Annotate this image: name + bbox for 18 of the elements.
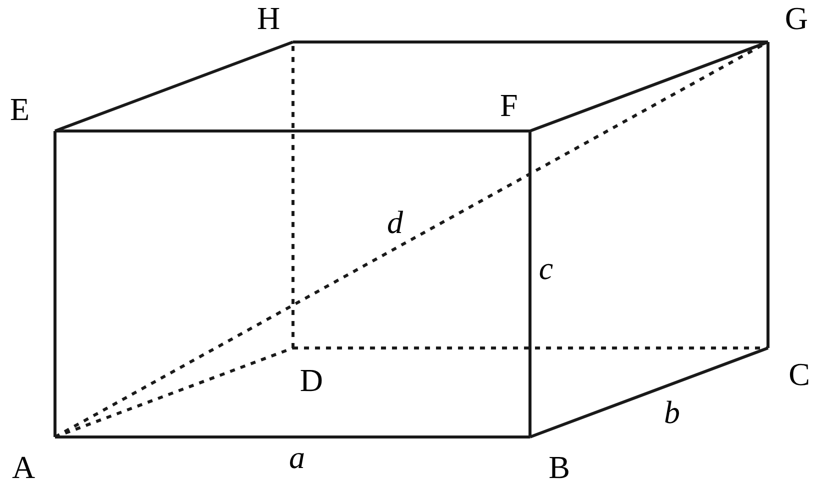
cuboid-edge [55,130,530,132]
cuboid-edge [528,131,532,437]
vertex-label: G [768,2,808,42]
cuboid-edge [766,42,770,348]
vertex-label: B [530,437,570,483]
vertex-label: H [257,2,293,42]
vertex-label: E [10,93,55,131]
cuboid-edge [293,346,768,350]
vertex-label: D [293,348,323,396]
cuboid-edge [529,346,769,438]
vertex-label: F [500,89,530,131]
cuboid-edge [55,436,530,438]
cuboid-edge [529,40,769,132]
cuboid-edge [54,131,56,437]
vertex-label: A [12,437,55,483]
cuboid-edge [54,40,294,132]
vertex-label: C [768,348,810,390]
cuboid-edge [293,40,768,44]
